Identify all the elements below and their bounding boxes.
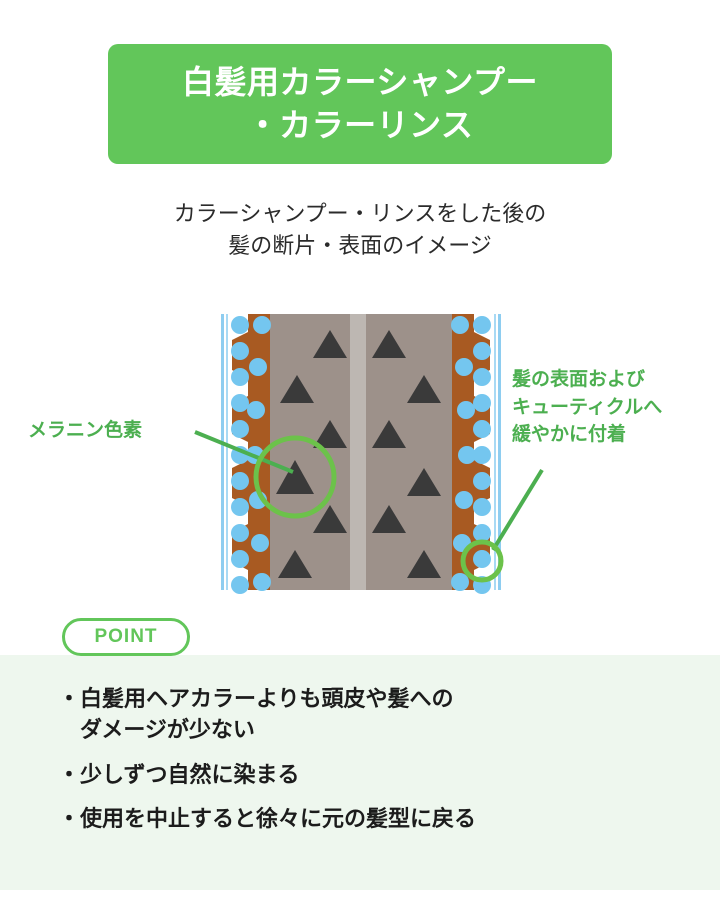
subtitle-line-2: 髪の断片・表面のイメージ	[228, 232, 492, 258]
subtitle-block: カラーシャンプー・リンスをした後の 髪の断片・表面のイメージ	[0, 198, 720, 262]
point-badge-label: POINT	[94, 626, 158, 647]
surface-line-left-inner	[226, 314, 228, 590]
melanin-triangles-right	[372, 330, 441, 578]
list-item: ・ 少しずつ自然に染まる	[58, 760, 688, 791]
pigment-dots-right-outer-column	[473, 316, 491, 594]
point-bullet-list: ・ 白髪用ヘアカラーよりも頭皮や髪への ダメージが少ない ・ 少しずつ自然に染ま…	[58, 684, 688, 849]
bullet-text-2: 少しずつ自然に染まる	[80, 760, 688, 791]
leader-line-left	[194, 430, 294, 474]
melanin-triangles-left	[276, 330, 347, 578]
bullet-mark-3: ・	[58, 806, 81, 832]
bullet-mark-2: ・	[58, 761, 81, 787]
point-panel	[0, 655, 720, 890]
annotation-label-melanin: メラニン色素	[28, 418, 208, 444]
hair-cross-section-diagram	[0, 300, 720, 600]
cortex-right	[366, 314, 452, 590]
surface-line-left-outer	[221, 314, 224, 590]
banner-title-line-2: ・カラーリンス	[246, 107, 474, 143]
annotation-label-surface-line-2: キューティクルへ	[512, 396, 663, 418]
pigment-dots-right-inner-column	[451, 316, 476, 591]
bullet-1-line-1: 白髪用ヘアカラーよりも頭皮や髪への	[80, 686, 454, 711]
point-badge: POINT	[62, 618, 190, 656]
annotation-label-melanin-line-1: メラニン色素	[28, 420, 143, 441]
list-item: ・ 白髪用ヘアカラーよりも頭皮や髪への ダメージが少ない	[58, 684, 688, 746]
surface-line-right-outer	[498, 314, 501, 590]
highlight-circle-melanin	[253, 435, 337, 519]
subtitle-line-1: カラーシャンプー・リンスをした後の	[173, 201, 547, 226]
cortex-left	[270, 314, 355, 590]
highlight-circle-pigment	[460, 539, 504, 583]
annotation-label-surface-line-3: 緩やかに付着	[512, 424, 627, 446]
bullet-1-line-2: ダメージが少ない	[80, 716, 255, 742]
header-banner: 白髪用カラーシャンプー ・カラーリンス	[108, 44, 612, 164]
list-item: ・ 使用を中止すると徐々に元の髪型に戻る	[58, 804, 688, 835]
bullet-3-line-1: 使用を中止すると徐々に元の髪型に戻る	[80, 806, 477, 832]
annotation-label-surface-line-1: 髪の表面および	[512, 369, 646, 390]
bullet-text-3: 使用を中止すると徐々に元の髪型に戻る	[80, 804, 688, 835]
annotation-label-surface-adhesion: 髪の表面および キューティクルへ 緩やかに付着	[512, 366, 712, 449]
bullet-mark-1: ・	[58, 686, 81, 711]
bullet-text-1: 白髪用ヘアカラーよりも頭皮や髪への ダメージが少ない	[80, 684, 688, 746]
medulla-strip	[350, 314, 368, 590]
surface-line-right-inner	[494, 314, 496, 590]
banner-title-line-1: 白髪用カラーシャンプー	[182, 64, 538, 101]
leader-line-right	[491, 468, 544, 552]
bullet-2-line-1: 少しずつ自然に染まる	[80, 761, 300, 787]
